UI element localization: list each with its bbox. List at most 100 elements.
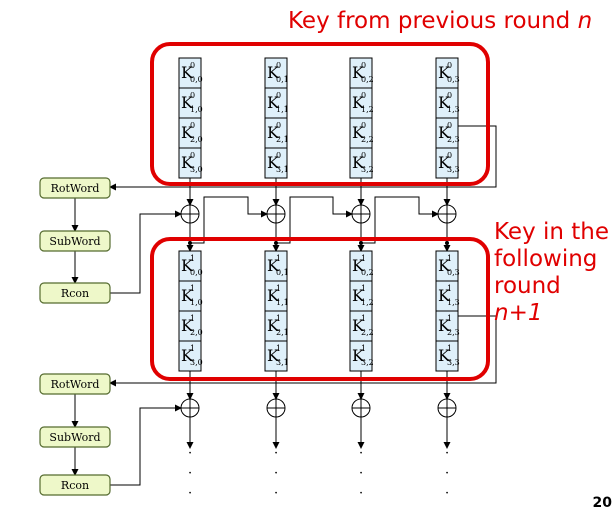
- following-round-line-1: Key in the: [494, 219, 610, 245]
- key-cell-r1-1-2-label: K: [352, 286, 365, 305]
- key-cell-r0-0-2-round: 0: [361, 61, 366, 70]
- key-cell-r0-3-1: K0 3,1: [264, 147, 289, 179]
- key-cell-r0-1-1-index: 1,1: [276, 105, 289, 114]
- tap-dot-s1-0: [188, 241, 192, 245]
- xor-s1-2: [351, 204, 371, 224]
- continuation-dot-1-2: ·: [274, 486, 278, 501]
- rcon-block-1: Rcon: [39, 282, 111, 304]
- tap-dot-s1-3: [445, 241, 449, 245]
- key-cell-r1-3-1-round: 1: [276, 344, 281, 353]
- key-cell-r0-1-3-label: K: [438, 93, 451, 112]
- key-cell-r1-3-2-box: [349, 340, 373, 372]
- key-cell-r0-2-3: K02,3: [435, 117, 460, 149]
- continuation-dot-0-1: ·: [188, 466, 192, 481]
- key-cell-r1-2-1-round: 1: [276, 314, 281, 323]
- key-cell-r1-1-0-label: K: [181, 286, 194, 305]
- key-cell-r0-2-0-index: 2,0: [190, 135, 203, 144]
- key-cell-r1-0-0: K1 0,0: [178, 250, 203, 282]
- key-cell-r1-2-3-index: 2,3: [447, 328, 460, 337]
- key-cell-r0-3-2-round: 0: [361, 151, 366, 160]
- key-cell-r1-1-1: K11,1: [264, 280, 289, 312]
- previous-round-annotation: Key from previous round n: [288, 8, 592, 35]
- key-cell-r1-1-2-index: 1,2: [361, 298, 374, 307]
- key-cell-r0-0-1: K00,1: [264, 57, 289, 89]
- key-cell-r1-1-3-label: K: [438, 286, 451, 305]
- key-cell-r0-3-1-label: K: [267, 153, 280, 172]
- xor-s2-3: [437, 398, 457, 418]
- key-cell-r1-1-1-label: K: [267, 286, 280, 305]
- key-cell-r0-3-3-label: K: [438, 153, 451, 172]
- key-cell-r1-0-0-label: K: [181, 256, 194, 275]
- xor-s1-1: [266, 204, 286, 224]
- key-cell-r1-3-1: K13,1: [264, 340, 289, 372]
- key-cell-r0-0-1-index: 0,1: [276, 75, 289, 84]
- rcon-block-2-box: [39, 474, 111, 496]
- key-cell-r0-0-3: K00,3: [435, 57, 460, 89]
- key-cell-r0-2-3-index: 2,3: [447, 135, 460, 144]
- rcon-feed-wire-1: [110, 210, 182, 294]
- rcon-block-1-box: [39, 282, 111, 304]
- key-cell-r0-1-2-label: K: [352, 93, 365, 112]
- key-cell-r0-0-2-index: 0,2: [361, 75, 374, 84]
- key-cell-r0-2-0-label: K: [181, 123, 194, 142]
- chain-wire-s1-1: [276, 196, 353, 244]
- key-cell-r0-1-3: K01,3: [435, 87, 460, 119]
- key-cell-r0-3-1-index: 3,1: [276, 165, 289, 174]
- tap-dot-s1-1: [274, 241, 278, 245]
- key-cell-r1-0-3: K10,3: [435, 250, 460, 282]
- key-cell-r0-2-2: K02,2: [349, 117, 374, 149]
- key-cell-r0-1-2: K01,2: [349, 87, 374, 119]
- tap-dot-s1-2: [359, 241, 363, 245]
- continuation-dot-1-0: ·: [274, 446, 278, 461]
- continuation-dot-2-0: ·: [359, 446, 363, 461]
- key-cell-r1-1-2: K1 1,2: [349, 280, 374, 312]
- key-cell-r1-0-2-label: K: [352, 256, 365, 275]
- key-cell-r0-3-2: K03,2: [349, 147, 374, 179]
- key-cell-r0-0-1-round: 0: [276, 61, 281, 70]
- rotword-block-1: RotWord: [39, 177, 111, 199]
- key-cell-r1-0-2-index: 0,2: [361, 268, 374, 277]
- following-round-annotation: Key in the following round n+1: [494, 219, 614, 328]
- key-cell-r0-1-3-index: 1,3: [447, 105, 460, 114]
- rotword-block-2: RotWord: [39, 373, 111, 395]
- key-cell-r1-0-0-round: 1: [190, 254, 195, 263]
- key-cell-r0-1-1-round: 0: [276, 91, 281, 100]
- continuation-dot-1-1: ·: [274, 466, 278, 481]
- rotword-feed-wire-1: [109, 125, 497, 191]
- key-cell-r1-2-0-index: 2,0: [190, 328, 203, 337]
- rcon-block-2: Rcon: [39, 474, 111, 496]
- continuation-dot-3-0: ·: [445, 446, 449, 461]
- key-cell-r1-3-2: K13,2: [349, 340, 374, 372]
- key-cell-r0-1-0-label: K: [181, 93, 194, 112]
- subword-block-2-box: [39, 426, 111, 448]
- key-cell-r1-3-2-round: 1: [361, 344, 366, 353]
- key-cell-r0-1-0: K01,0: [178, 87, 203, 119]
- subword-block-1-box: [39, 230, 111, 252]
- continuation-dot-0-2: ·: [188, 486, 192, 501]
- key-cell-r1-0-0-index: 0,0: [190, 268, 203, 277]
- key-cell-r1-3-1-box: [264, 340, 288, 372]
- previous-round-label: Key from previous round: [288, 8, 578, 34]
- key-cell-r0-3-0-label: K: [181, 153, 194, 172]
- key-cell-r0-2-2-index: 2,2: [361, 135, 374, 144]
- key-cell-r0-3-1-round: 0: [276, 151, 281, 160]
- key-cell-r1-3-3-box: [435, 340, 459, 372]
- subword-block-1-label: SubWord: [49, 235, 100, 248]
- key-cell-r0-1-2-round: 0: [361, 91, 366, 100]
- key-cell-r0-3-3-index: 3,3: [447, 165, 460, 174]
- key-cell-r1-1-0-index: 1,0: [190, 298, 203, 307]
- key-cell-r0-0-3-index: 0,3: [447, 75, 460, 84]
- key-cell-r1-3-3-index: 3,3: [447, 358, 460, 367]
- key-cell-r1-2-2-round: 1: [361, 314, 366, 323]
- continuation-dot-0-0: ·: [188, 446, 192, 461]
- rotword-block-1-label: RotWord: [51, 182, 100, 195]
- key-cell-r1-2-3-round: 1: [447, 314, 452, 323]
- rcon-block-2-label: Rcon: [61, 479, 89, 492]
- following-round-prefix: round: [494, 273, 561, 300]
- key-cell-r0-2-1-label: K: [267, 123, 280, 142]
- key-cell-r0-0-2-label: K: [352, 63, 365, 82]
- key-cell-r1-0-3-label: K: [438, 256, 451, 275]
- key-cell-r1-1-2-round: 1: [361, 284, 366, 293]
- rotword-feed-wire-2: [109, 315, 497, 387]
